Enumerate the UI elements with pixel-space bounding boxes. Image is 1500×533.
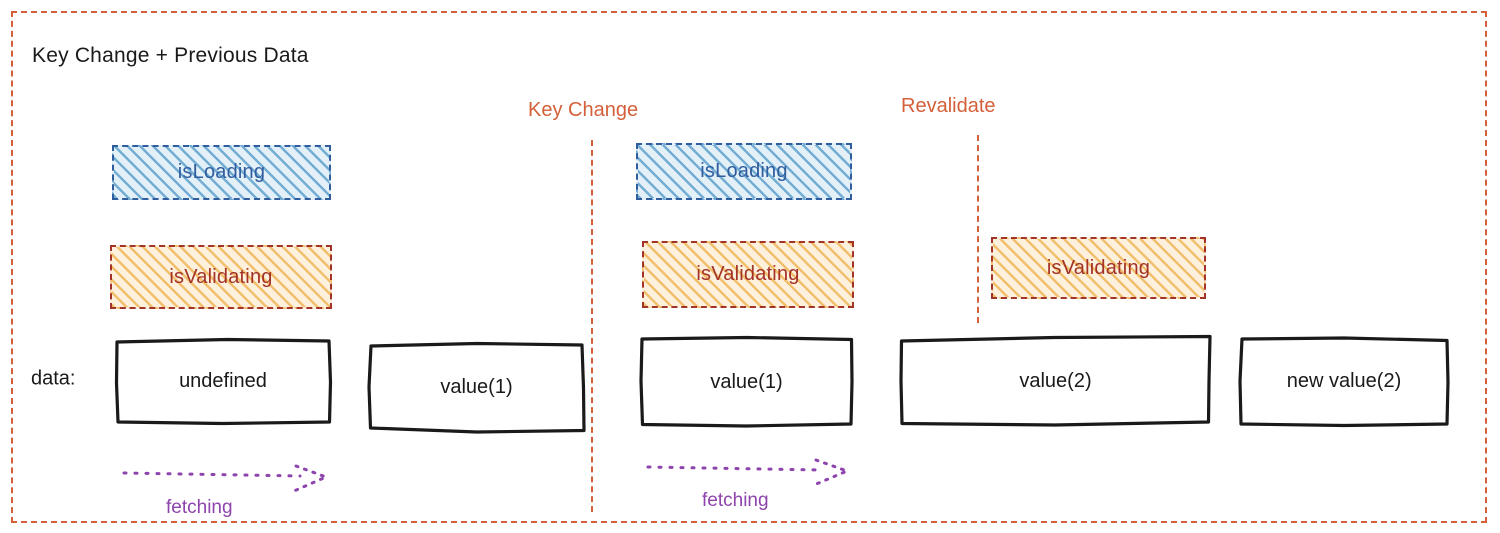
data-box-label: value(1) [710, 370, 783, 393]
data-box-value1-b: value(1) [639, 335, 854, 428]
state-chip-isloading-1: isLoading [112, 145, 331, 200]
data-box-new-value2: new value(2) [1238, 336, 1450, 428]
state-chip-isloading-2: isLoading [636, 143, 852, 200]
state-chip-isvalidating-1: isValidating [110, 245, 332, 309]
diagram-outer-frame [11, 11, 1487, 523]
data-box-label: undefined [179, 369, 267, 392]
fetching-arrow-2 [646, 458, 854, 490]
page-title: Key Change + Previous Data [32, 44, 309, 67]
divider-key-change [591, 140, 593, 512]
state-chip-isvalidating-2: isValidating [642, 241, 854, 308]
fetching-arrow-2-label: fetching [702, 490, 769, 511]
data-box-label: new value(2) [1286, 370, 1402, 392]
fetching-arrow-1-label: fetching [166, 497, 233, 518]
state-chip-isvalidating-3: isValidating [991, 237, 1206, 299]
data-box-label: value(1) [440, 376, 513, 398]
divider-revalidate [977, 135, 979, 323]
data-row-label: data: [31, 367, 76, 390]
fetching-arrow-1 [122, 464, 334, 496]
data-box-value1-a: value(1) [367, 341, 586, 434]
section-label-revalidate: Revalidate [901, 95, 996, 117]
section-label-key-change: Key Change [528, 99, 639, 121]
data-box-value2: value(2) [899, 334, 1212, 427]
data-box-undefined: undefined [114, 337, 333, 426]
data-box-label: value(2) [1019, 369, 1092, 392]
